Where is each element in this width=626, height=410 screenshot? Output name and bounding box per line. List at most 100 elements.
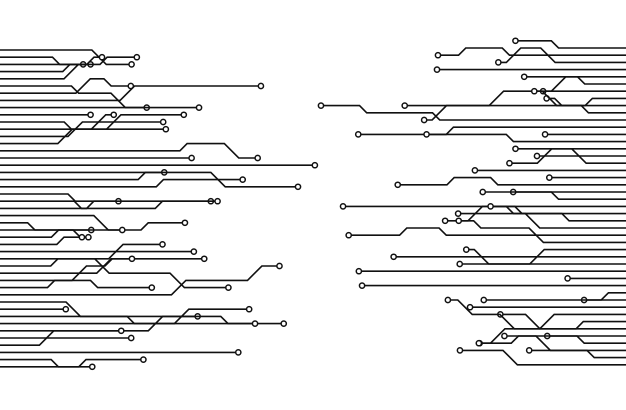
left-trace-pad (148, 284, 156, 291)
right-trace-pad (487, 203, 494, 210)
left-trace-pad (88, 363, 96, 371)
right-trace (482, 191, 626, 200)
right-trace-pad (423, 131, 430, 138)
right-trace-pad (444, 296, 452, 304)
right-trace-pad (525, 347, 533, 354)
left-trace (0, 200, 218, 210)
right-trace-pad (455, 217, 463, 225)
right-trace (437, 47, 626, 57)
right-trace (529, 349, 626, 359)
left-trace (0, 178, 243, 188)
left-trace-pad (239, 176, 247, 183)
left-trace (0, 193, 119, 202)
left-trace-pad (234, 349, 242, 356)
left-trace-pad (118, 226, 126, 234)
right-trace-pad (433, 66, 441, 73)
right-trace-pad (530, 87, 538, 95)
right-trace (348, 227, 626, 236)
left-trace (0, 78, 131, 94)
left-trace-pad (190, 248, 198, 255)
left-trace (0, 236, 82, 246)
right-trace-pad (394, 181, 402, 189)
right-trace (509, 148, 626, 164)
right-trace-pad (345, 231, 353, 239)
right-trace-pad (339, 203, 347, 210)
left-trace-pad (133, 53, 141, 61)
right-trace-pad (317, 102, 325, 109)
left-trace (0, 358, 144, 368)
left-trace-pad (195, 104, 203, 111)
left-trace (0, 200, 211, 210)
left-trace-pad (181, 219, 189, 227)
left-trace-pad (225, 284, 232, 291)
left-trace-pad (159, 241, 166, 248)
left-trace-pad (87, 111, 94, 119)
left-trace (0, 56, 137, 80)
left-trace (0, 85, 261, 102)
left-trace-pad (245, 305, 253, 313)
left-trace-pad (294, 183, 302, 191)
right-trace (397, 176, 626, 186)
left-trace-pad (62, 305, 70, 313)
left-trace (0, 329, 122, 347)
left-trace (0, 279, 152, 289)
right-trace-pad (466, 303, 474, 311)
left-trace-pad (159, 118, 167, 126)
right-trace-pad (475, 339, 483, 347)
right-trace-pad (512, 145, 519, 153)
right-trace-pad (533, 152, 541, 160)
right-trace-pad (479, 188, 487, 196)
left-trace-pad (85, 233, 92, 241)
right-trace (515, 39, 626, 49)
right-trace (543, 76, 626, 92)
left-trace-pad (311, 161, 319, 169)
left-trace (0, 265, 280, 296)
right-trace-pad (545, 174, 553, 181)
left-trace-pad (280, 320, 288, 327)
left-trace-pad (78, 233, 86, 241)
left-trace (0, 301, 198, 318)
right-trace-pad (456, 347, 464, 354)
right-trace-pad (520, 73, 528, 81)
left-trace (0, 171, 298, 188)
right-trace (458, 212, 626, 229)
right-trace-pad (480, 296, 488, 304)
right-trace-pad (462, 246, 470, 253)
right-trace (498, 47, 626, 64)
right-trace (490, 205, 626, 222)
left-trace (0, 222, 92, 231)
left-trace-pad (128, 255, 136, 263)
left-trace-pad (180, 111, 188, 119)
right-trace (426, 133, 626, 143)
right-trace-pad (354, 131, 362, 138)
right-trace (458, 220, 626, 244)
right-trace-pad (456, 260, 464, 268)
right-trace-pad (506, 159, 513, 167)
left-trace-pad (254, 154, 262, 162)
left-trace (0, 257, 132, 282)
left-trace-pad (251, 320, 259, 327)
right-trace-pad (358, 282, 366, 289)
right-trace-pad (434, 51, 442, 59)
left-trace-pad (276, 262, 283, 270)
right-trace-pad (471, 167, 479, 174)
left-trace (0, 56, 84, 66)
right-trace-pad (501, 332, 508, 340)
left-trace-pad (214, 197, 221, 205)
right-trace-pad (494, 59, 502, 66)
right-trace (320, 104, 626, 121)
right-trace (500, 313, 626, 330)
left-trace-pad (257, 82, 265, 90)
left-trace (0, 114, 114, 145)
left-trace (0, 229, 89, 238)
left-trace (0, 358, 93, 368)
left-trace (0, 121, 166, 130)
right-trace (447, 299, 626, 330)
right-trace-pad (355, 267, 363, 275)
right-trace-pad (420, 116, 428, 124)
right-trace (546, 97, 626, 107)
right-trace (584, 291, 626, 301)
right-trace (504, 335, 626, 345)
left-trace (0, 142, 258, 159)
